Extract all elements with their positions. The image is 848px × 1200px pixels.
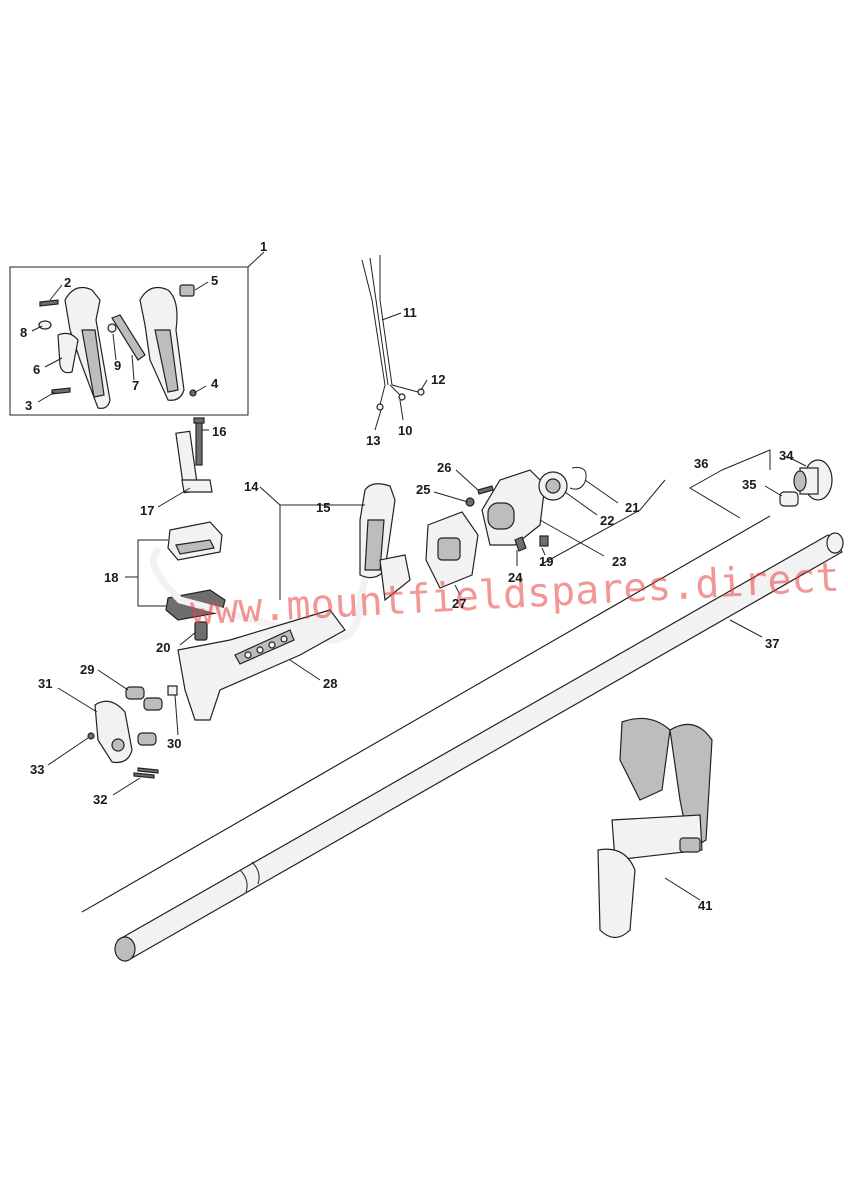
shaft-tube-37 (114, 532, 844, 962)
nut-30 (167, 685, 178, 696)
barrier-bracket (379, 554, 411, 602)
stop-switch (179, 284, 195, 297)
callout-33: 33 (30, 762, 44, 777)
callout-labels: 1 2 5 8 9 6 7 4 3 11 12 13 10 16 14 15 1… (20, 239, 794, 913)
clutch-drum-34 (793, 459, 833, 501)
callout-29: 29 (80, 662, 94, 677)
watermark: www.mountfieldspares.direct (189, 555, 841, 635)
callout-8: 8 (20, 325, 27, 340)
clamp-31 (94, 700, 133, 764)
callout-26: 26 (437, 460, 451, 475)
callout-21: 21 (625, 500, 639, 515)
callout-30: 30 (167, 736, 181, 751)
callout-4: 4 (211, 376, 219, 391)
callout-11: 11 (403, 305, 417, 320)
bushing-35 (779, 491, 799, 507)
screw-3 (51, 387, 71, 395)
clutch-housing-27 (425, 511, 479, 589)
nut-33 (87, 732, 95, 740)
circlip-21 (569, 467, 587, 490)
callout-12: 12 (431, 372, 445, 387)
screw-2 (39, 299, 59, 307)
callout-1: 1 (260, 239, 267, 254)
callout-3: 3 (25, 398, 32, 413)
pin-19 (539, 535, 549, 547)
callout-10: 10 (398, 423, 412, 438)
callout-19: 19 (539, 554, 553, 569)
throttle-trigger (38, 320, 79, 374)
callout-7: 7 (132, 378, 139, 393)
screw-26 (477, 485, 494, 495)
callout-32: 32 (93, 792, 107, 807)
bushings-29 (125, 686, 163, 746)
callout-6: 6 (33, 362, 40, 377)
callout-41: 41 (698, 898, 712, 913)
support-body-28 (177, 609, 346, 721)
callout-2: 2 (64, 275, 71, 290)
callout-22: 22 (600, 513, 614, 528)
shoulder-harness-41 (597, 717, 713, 939)
wire-harness (361, 255, 425, 411)
callout-34: 34 (779, 448, 794, 463)
callout-14: 14 (244, 479, 259, 494)
callout-17: 17 (140, 503, 154, 518)
callout-13: 13 (366, 433, 380, 448)
bolt-16 (193, 417, 205, 466)
handle-half-right (139, 287, 185, 401)
handle-half-left (64, 287, 111, 409)
screw-24 (514, 536, 527, 552)
callout-27: 27 (452, 596, 466, 611)
leader-lines (31, 281, 807, 901)
callout-24: 24 (508, 570, 523, 585)
nut-4 (189, 389, 197, 397)
callout-31: 31 (38, 676, 52, 691)
gear-housing (481, 469, 546, 546)
screws-32 (133, 767, 159, 779)
callout-28: 28 (323, 676, 337, 691)
callout-18: 18 (104, 570, 118, 585)
handlebar-tube (175, 430, 213, 494)
callout-9: 9 (114, 358, 121, 373)
callout-5: 5 (211, 273, 218, 288)
loop-handle-bar (149, 546, 374, 644)
handle-assembly-group (9, 251, 265, 416)
washer-25 (465, 497, 475, 507)
callout-16: 16 (212, 424, 226, 439)
callout-36: 36 (694, 456, 708, 471)
bearing-22 (538, 471, 568, 501)
callout-15: 15 (316, 500, 330, 515)
callout-23: 23 (612, 554, 626, 569)
drive-shaft (81, 515, 771, 913)
spring-9 (107, 323, 117, 333)
callout-37: 37 (765, 636, 779, 651)
callout-35: 35 (742, 477, 756, 492)
throttle-lever (111, 314, 146, 361)
callout-20: 20 (156, 640, 170, 655)
callout-25: 25 (416, 482, 430, 497)
spring-20 (194, 621, 208, 641)
front-grip (359, 483, 396, 579)
